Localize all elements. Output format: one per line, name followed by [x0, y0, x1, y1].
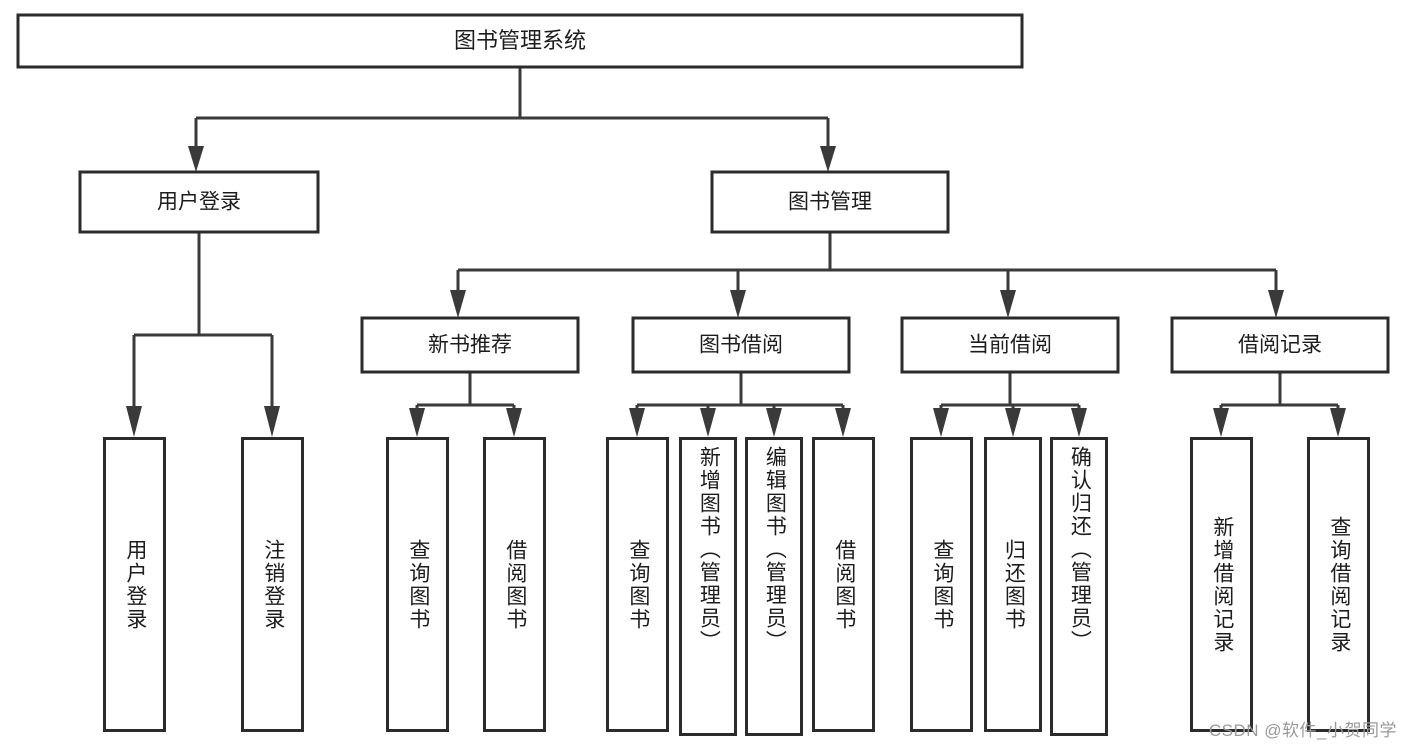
- arrow-head-query-book-2: [629, 408, 645, 437]
- node-current-borrow-rect: [900, 316, 1120, 374]
- arrow-head-query-book-3: [933, 408, 949, 437]
- node-borrow-record[interactable]: 借阅记录: [1170, 316, 1390, 374]
- arrow-head-add-record: [1213, 408, 1229, 437]
- node-book-borrow-label: 图书借阅: [699, 334, 783, 357]
- arrow-head-query-record: [1330, 408, 1346, 437]
- leaf-label-borrow-book-2: 借阅图书: [832, 538, 856, 631]
- leaf-node-query-book-1[interactable]: 查询图书: [386, 437, 449, 732]
- node-book-manage-rect: [710, 170, 950, 234]
- node-user-login-label: 用户登录: [157, 191, 241, 214]
- leaf-label-query-book-2: 查询图书: [626, 538, 650, 631]
- node-root-label: 图书管理系统: [454, 28, 586, 53]
- node-root-rect: [16, 13, 1024, 69]
- connectors-layer: [126, 67, 1346, 437]
- node-book-manage[interactable]: 图书管理: [710, 170, 950, 234]
- arrow-head-new-book-rec: [450, 290, 466, 318]
- node-new-book-rec[interactable]: 新书推荐: [360, 316, 580, 374]
- leaf-label-edit-book: 编辑图书（管理员）: [763, 446, 787, 653]
- arrow-head-current-borrow: [1000, 290, 1016, 318]
- leaf-node-query-record[interactable]: 查询借阅记录: [1307, 437, 1370, 732]
- leaf-label-add-record: 新增借阅记录: [1210, 515, 1234, 654]
- leaf-node-add-book[interactable]: 新增图书（管理员）: [679, 437, 737, 736]
- node-borrow-record-rect: [1170, 316, 1390, 374]
- arrow-head-query-book-1: [409, 408, 425, 437]
- node-new-book-rec-label: 新书推荐: [428, 334, 512, 357]
- node-current-borrow[interactable]: 当前借阅: [900, 316, 1120, 374]
- leaf-label-add-book: 新增图书（管理员）: [697, 446, 721, 653]
- arrow-head-confirm-return: [1071, 408, 1087, 437]
- leaf-label-borrow-book-1: 借阅图书: [503, 538, 527, 631]
- leaf-node-query-book-3[interactable]: 查询图书: [910, 437, 973, 732]
- arrow-head-edit-book: [766, 408, 782, 437]
- leaf-node-add-record[interactable]: 新增借阅记录: [1190, 437, 1253, 732]
- node-root[interactable]: 图书管理系统: [16, 13, 1024, 69]
- node-book-borrow[interactable]: 图书借阅: [631, 316, 851, 374]
- leaf-label-confirm-return: 确认归还（管理员）: [1068, 446, 1092, 653]
- node-book-manage-label: 图书管理: [788, 191, 872, 214]
- arrow-head-user-logout-leaf: [264, 406, 280, 437]
- arrow-head-return-book: [1005, 408, 1021, 437]
- leaf-node-confirm-return[interactable]: 确认归还（管理员）: [1050, 437, 1108, 736]
- arrow-head-borrow-book-1: [506, 408, 522, 437]
- leaf-label-user-logout: 注销登录: [261, 538, 285, 631]
- leaf-node-query-book-2[interactable]: 查询图书: [606, 437, 669, 732]
- leaf-node-user-login[interactable]: 用户登录: [103, 437, 166, 732]
- leaf-label-return-book: 归还图书: [1002, 538, 1026, 631]
- node-book-borrow-rect: [631, 316, 851, 374]
- leaf-node-return-book[interactable]: 归还图书: [984, 437, 1042, 732]
- leaf-label-query-book-1: 查询图书: [406, 538, 430, 631]
- leaf-node-borrow-book-2[interactable]: 借阅图书: [812, 437, 875, 732]
- leaf-label-query-record: 查询借阅记录: [1327, 515, 1351, 654]
- arrow-head-book-manage: [820, 146, 836, 172]
- arrow-head-user-login-leaf: [126, 406, 142, 437]
- leaf-node-user-logout[interactable]: 注销登录: [241, 437, 304, 732]
- node-user-login-rect: [78, 170, 320, 234]
- node-current-borrow-label: 当前借阅: [968, 334, 1052, 357]
- leaf-node-borrow-book-1[interactable]: 借阅图书: [483, 437, 546, 732]
- arrow-head-add-book: [700, 408, 716, 437]
- leaf-node-edit-book[interactable]: 编辑图书（管理员）: [745, 437, 803, 736]
- arrow-head-borrow-book-2: [835, 408, 851, 437]
- node-user-login[interactable]: 用户登录: [78, 170, 320, 234]
- node-borrow-record-label: 借阅记录: [1238, 334, 1322, 357]
- arrow-head-borrow-record: [1268, 290, 1284, 318]
- arrow-head-book-borrow: [730, 290, 746, 318]
- leaf-label-user-login: 用户登录: [123, 538, 147, 631]
- node-new-book-rec-rect: [360, 316, 580, 374]
- leaf-label-query-book-3: 查询图书: [930, 538, 954, 631]
- arrow-head-user-login: [188, 146, 204, 172]
